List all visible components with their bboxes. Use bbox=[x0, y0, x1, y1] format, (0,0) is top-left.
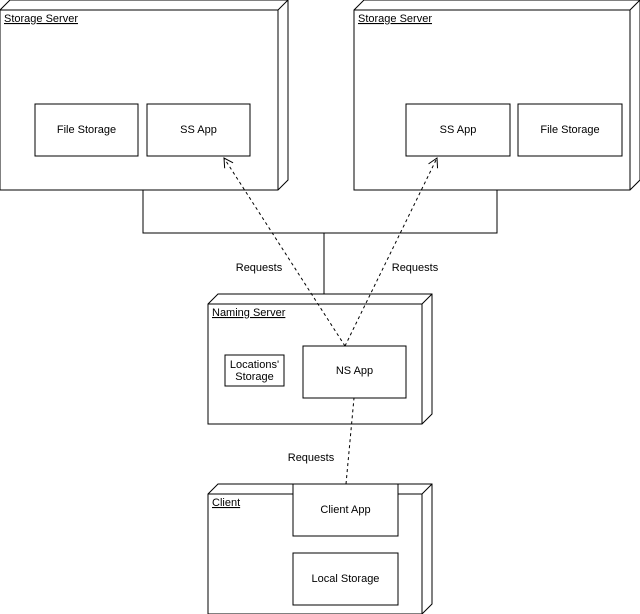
local-storage-box: Local Storage bbox=[292, 552, 399, 606]
naming-server-title: Naming Server bbox=[212, 307, 286, 319]
request-right-label: Requests bbox=[392, 262, 439, 274]
request-left-label: Requests bbox=[236, 262, 283, 274]
locations-storage-label-line2: Storage bbox=[235, 371, 274, 383]
storage-server-right-node: Storage Server SS App File Storage bbox=[353, 0, 640, 191]
client-app-label: Client App bbox=[320, 504, 370, 516]
ss-app-right-label: SS App bbox=[440, 124, 477, 136]
ns-app-box: NS App bbox=[302, 345, 407, 399]
request-client-label: Requests bbox=[288, 452, 335, 464]
ss-app-left-label: SS App bbox=[180, 124, 217, 136]
locations-storage-label-line1: Locations' bbox=[230, 359, 279, 371]
storage-server-left-title: Storage Server bbox=[4, 13, 78, 25]
client-title: Client bbox=[212, 497, 240, 509]
local-storage-label: Local Storage bbox=[312, 573, 380, 585]
request-edge-ns-to-ss-left bbox=[223, 157, 346, 347]
network-connector bbox=[142, 190, 498, 294]
request-edge-ns-to-ss-right bbox=[344, 157, 439, 347]
request-edges bbox=[223, 157, 439, 485]
client-app-box: Client App bbox=[292, 483, 399, 537]
ss-app-right-box: SS App bbox=[405, 103, 511, 157]
file-storage-right-box: File Storage bbox=[517, 103, 623, 157]
ss-app-left-box: SS App bbox=[146, 103, 251, 157]
ns-app-label: NS App bbox=[336, 365, 373, 377]
locations-storage-box: Locations' Storage bbox=[224, 354, 285, 387]
client-node: Client Client App Local Storage bbox=[207, 483, 433, 614]
file-storage-left-box: File Storage bbox=[34, 103, 139, 157]
file-storage-right-label: File Storage bbox=[540, 124, 599, 136]
file-storage-left-label: File Storage bbox=[57, 124, 116, 136]
naming-server-node: Naming Server Locations' Storage NS App bbox=[207, 293, 433, 425]
storage-server-left-node: Storage Server File Storage SS App bbox=[0, 0, 289, 191]
request-edge-client-to-ns bbox=[345, 397, 355, 485]
storage-server-right-title: Storage Server bbox=[358, 13, 432, 25]
